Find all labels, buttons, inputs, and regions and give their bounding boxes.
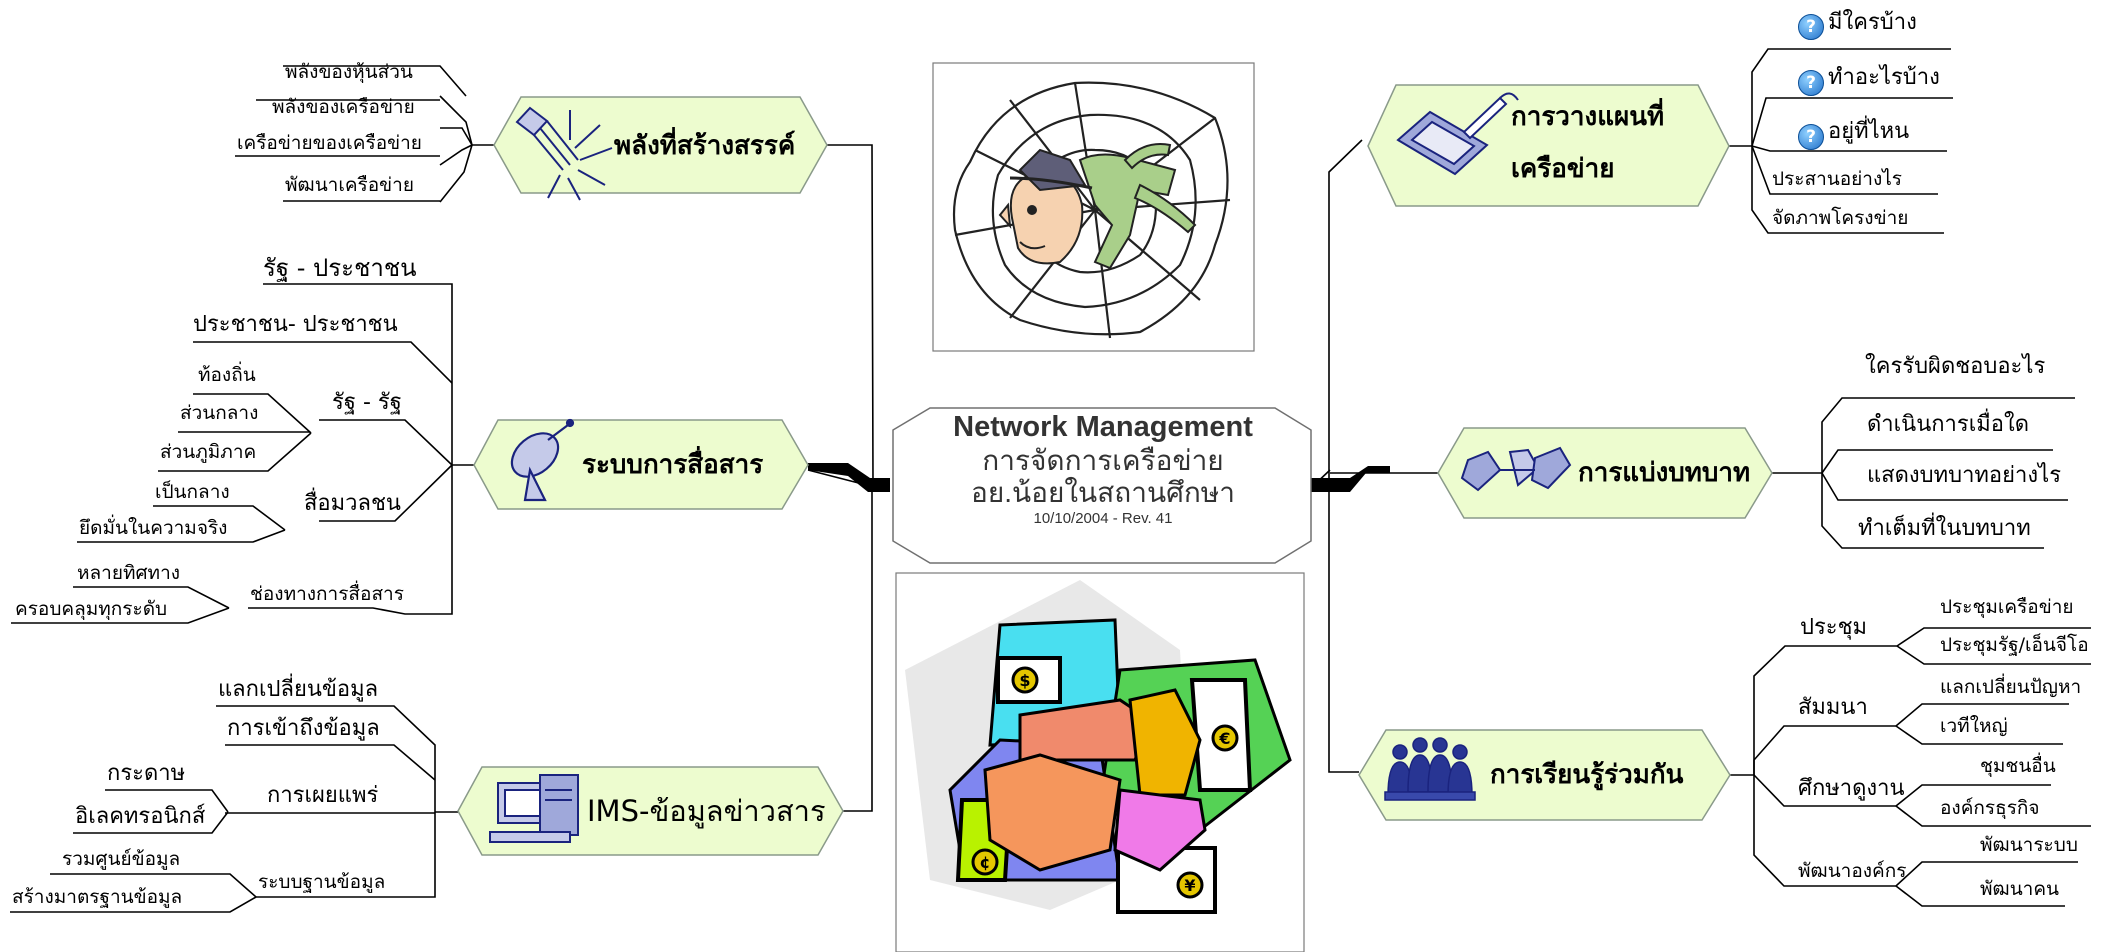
comm-all-levels[interactable]: ครอบคลุมทุกระดับ (15, 598, 168, 620)
learn-share-problems[interactable]: แลกเปลี่ยนปัญหา (1940, 676, 2082, 698)
yen-symbol: ¥ (1184, 876, 1195, 895)
plan-who[interactable]: มีใครบ้าง (1828, 10, 1917, 35)
power-item-4[interactable]: พัฒนาเครือข่าย (285, 174, 414, 196)
dollar-symbol: $ (1019, 671, 1030, 690)
learn-study-visit[interactable]: ศึกษาดูงาน (1798, 776, 1905, 801)
firework-icon (515, 106, 613, 201)
plan-title-1: การวางแผนที่ (1511, 102, 1665, 132)
roles-title: การแบ่งบทบาท (1578, 458, 1751, 488)
comm-neutral[interactable]: เป็นกลาง (155, 481, 230, 503)
ims-database[interactable]: ระบบฐานข้อมูล (258, 871, 386, 893)
learn-seminar[interactable]: สัมมนา (1798, 695, 1868, 720)
roles-when[interactable]: ดำเนินการเมื่อใด (1867, 412, 2029, 437)
learn-gov-ngo-meeting[interactable]: ประชุมรัฐ/เอ็นจีโอ (1940, 634, 2089, 656)
roles-full-effort[interactable]: ทำเต็มที่ในบทบาท (1858, 516, 2031, 541)
ims-access[interactable]: การเข้าถึงข้อมูล (227, 716, 380, 741)
center-subtitle: การจัดการเครือข่าย (982, 444, 1224, 476)
learn-org-dev[interactable]: พัฒนาองค์กร (1798, 860, 1907, 882)
desktop-computer-icon (489, 774, 579, 843)
power-item-2[interactable]: พลังของเครือข่าย (272, 96, 415, 118)
roles-how[interactable]: แสดงบทบาทอย่างไร (1867, 463, 2062, 488)
plan-what[interactable]: ทำอะไรบ้าง (1828, 65, 1940, 90)
power-node[interactable] (493, 96, 828, 194)
ims-data-standard[interactable]: สร้างมาตรฐานข้อมูล (12, 886, 183, 908)
comm-mass-media[interactable]: สื่อมวลชน (304, 491, 401, 516)
comm-truth[interactable]: ยึดมั่นในความจริง (79, 517, 228, 539)
comm-state-state[interactable]: รัฐ - รัฐ (332, 390, 402, 415)
center-topic[interactable]: Network Management การจัดการเครือข่าย อย… (893, 410, 1313, 529)
learn-big-stage[interactable]: เวทีใหญ่ (1940, 715, 2008, 737)
plan-title-2: เครือข่าย (1511, 154, 1615, 184)
ims-data-center[interactable]: รวมศูนย์ข้อมูล (62, 848, 181, 870)
question-icon: ? (1798, 124, 1824, 150)
learn-other-community[interactable]: ชุมชนอื่น (1980, 755, 2056, 777)
comm-channels[interactable]: ช่องทางการสื่อสาร (250, 583, 404, 605)
ims-title: IMS-ข้อมูลข่าวสาร (587, 794, 826, 828)
power-title: พลังที่สร้างสรรค์ (614, 131, 796, 161)
plan-network-map[interactable]: จัดภาพโครงข่าย (1772, 207, 1909, 229)
comm-central[interactable]: ส่วนกลาง (180, 402, 259, 424)
learn-network-meeting[interactable]: ประชุมเครือข่าย (1940, 596, 2074, 618)
power-item-3[interactable]: เครือข่ายของเครือข่าย (237, 132, 422, 154)
comm-local[interactable]: ท้องถิ่น (198, 364, 256, 386)
center-node[interactable] (892, 407, 1312, 564)
center-subtitle-2: อย.น้อยในสถานศึกษา (971, 476, 1235, 508)
center-title: Network Management (953, 411, 1253, 443)
comm-regional[interactable]: ส่วนภูมิภาค (160, 441, 257, 463)
spider-icon (998, 143, 1197, 270)
plan-coordinate[interactable]: ประสานอย่างไร (1772, 168, 1902, 190)
learn-people-dev[interactable]: พัฒนาคน (1980, 878, 2060, 900)
comm-title: ระบบการสื่อสาร (582, 450, 764, 480)
joined-hands-icon (905, 580, 1292, 914)
learn-business[interactable]: องค์กรธุรกิจ (1940, 797, 2040, 819)
ims-electronic[interactable]: อิเลคทรอนิกส์ (75, 804, 206, 829)
learn-system-dev[interactable]: พัฒนาระบบ (1980, 834, 2078, 856)
handshake-icon (1460, 446, 1572, 492)
plan-where[interactable]: อยู่ที่ไหน (1828, 119, 1910, 144)
comm-state-people[interactable]: รัฐ - ประชาชน (263, 254, 417, 282)
tablet-pen-icon (1396, 92, 1519, 176)
ims-publish[interactable]: การเผยแพร่ (267, 783, 379, 808)
roles-who-responsible[interactable]: ใครรับผิดชอบอะไร (1865, 354, 2046, 379)
euro-symbol: € (1218, 729, 1230, 748)
cent-symbol: ¢ (979, 853, 990, 872)
question-icon: ? (1798, 14, 1824, 40)
center-revision: 10/10/2004 - Rev. 41 (1033, 510, 1173, 528)
learn-title: การเรียนรู้ร่วมกัน (1490, 760, 1684, 790)
comm-people-people[interactable]: ประชาชน- ประชาชน (193, 312, 398, 337)
plan-node[interactable] (1367, 84, 1730, 207)
comm-multi-direction[interactable]: หลายทิศทาง (77, 562, 181, 584)
satellite-dish-icon (510, 418, 575, 502)
ims-paper[interactable]: กระดาษ (107, 761, 186, 786)
question-icon: ? (1798, 70, 1824, 96)
power-item-1[interactable]: พลังของหุ้นส่วน (285, 61, 413, 83)
ims-exchange[interactable]: แลกเปลี่ยนข้อมูล (218, 677, 379, 702)
learn-meeting[interactable]: ประชุม (1800, 615, 1868, 640)
group-meeting-icon (1384, 737, 1476, 801)
